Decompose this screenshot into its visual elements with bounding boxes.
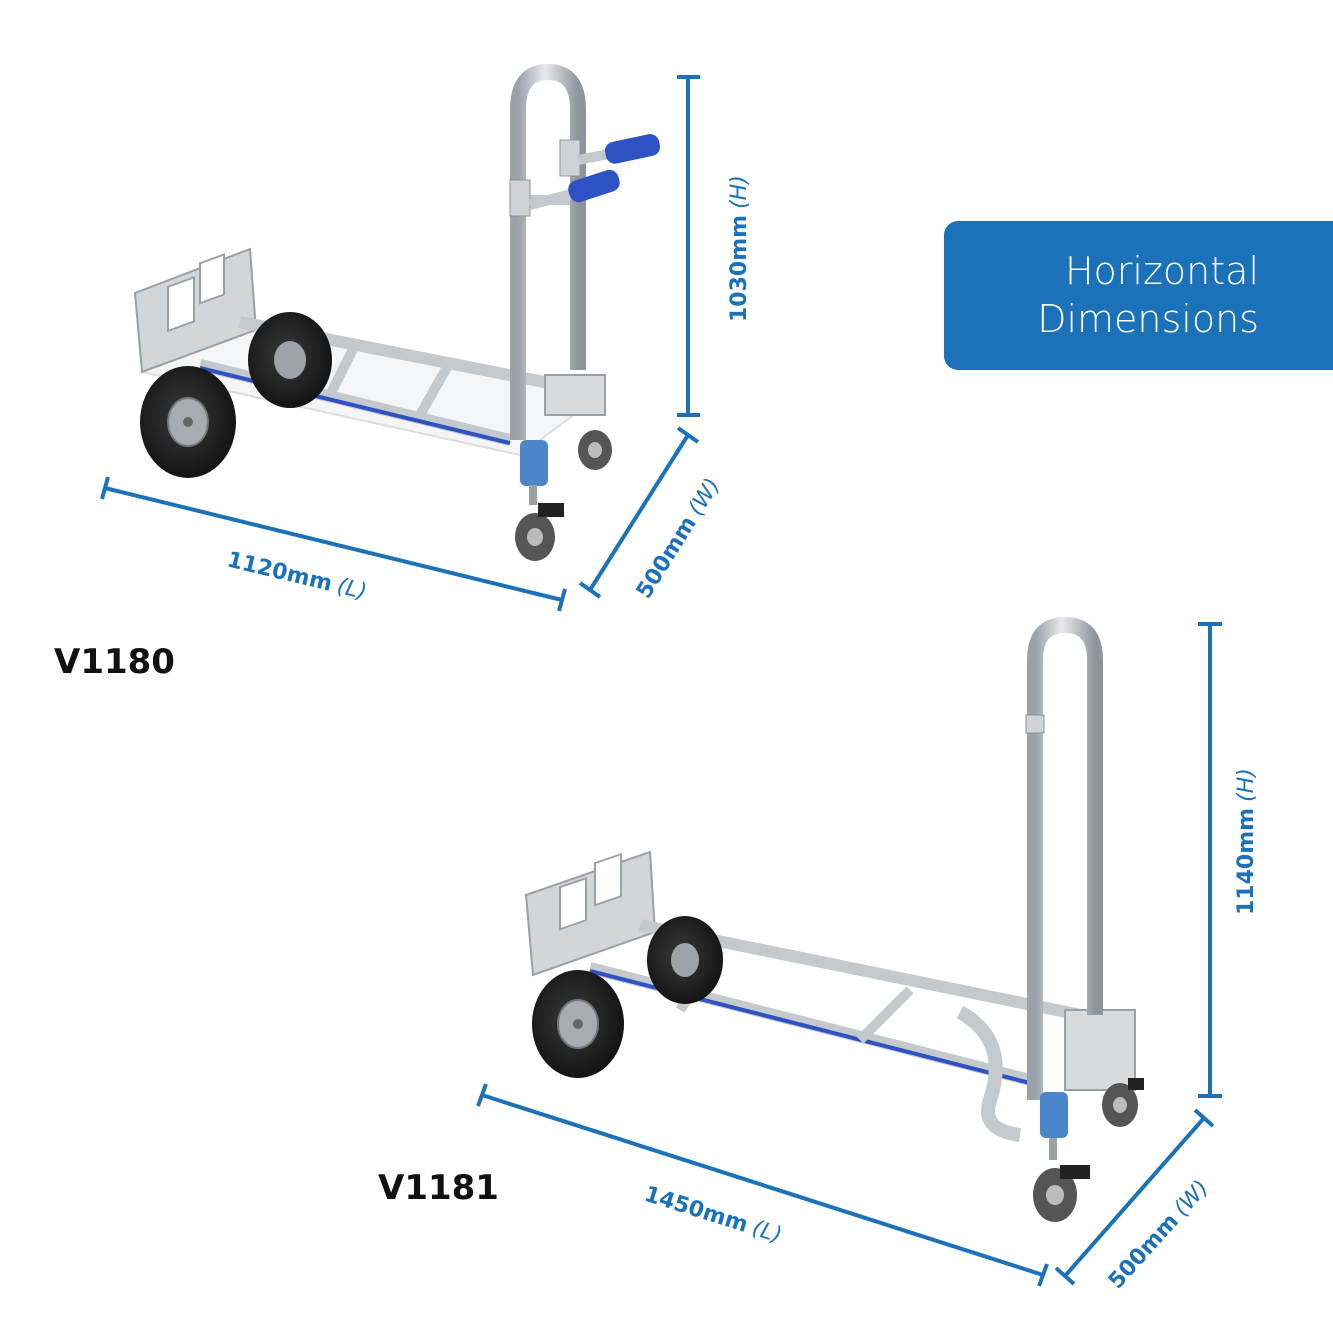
trolley-v1180 <box>133 63 661 561</box>
width-line <box>1063 1116 1206 1278</box>
handle-loop <box>1027 616 1103 1100</box>
width-label-v1181: 500mm(W) <box>1104 1176 1214 1294</box>
length-label-v1180: 1120mm(L) <box>225 548 369 606</box>
trolley-v1181 <box>524 616 1144 1222</box>
view-label-badge: Horizontal Dimensions <box>944 221 1333 370</box>
badge-line-2: Dimensions <box>1037 297 1259 341</box>
width-line <box>588 433 690 592</box>
nose-plate <box>524 850 657 977</box>
length-label-v1181: 1450mm(L) <box>641 1182 784 1249</box>
model-label-v1180: V1180 <box>54 642 175 682</box>
grip-lower <box>568 169 620 203</box>
length-line <box>481 1093 1044 1277</box>
badge-line-1: Horizontal <box>1064 249 1259 293</box>
dimension-lines-v1180 <box>100 75 700 612</box>
height-label-v1180: 1030mm(H) <box>727 175 752 322</box>
model-label-v1181: V1181 <box>378 1168 499 1208</box>
length-line <box>104 486 563 602</box>
handle-loop <box>510 63 586 440</box>
grip-upper <box>604 134 661 164</box>
height-label-v1181: 1140mm(H) <box>1234 768 1259 915</box>
width-label-v1180: 500mm(W) <box>632 474 726 603</box>
dimension-lines-v1181 <box>476 622 1222 1287</box>
